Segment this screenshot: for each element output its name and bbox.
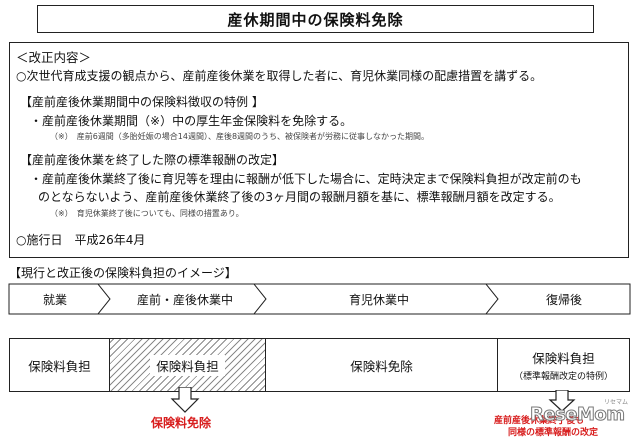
block1-note: （※） 産前6週間（多胎妊娠の場合14週間）、産後8週間のうち、被保険者が労務に… <box>50 132 430 141</box>
burden-cell-maternity: 保険料負担 <box>109 338 266 392</box>
phase-arrows <box>8 283 631 315</box>
block2-heading: 【産前産後休業を終了した際の標準報酬の改定】 <box>20 153 285 167</box>
burden-label-work: 保険料負担 <box>28 358 91 374</box>
block1-line-c: 中の厚生年金保険料を免除する。 <box>172 114 353 128</box>
down-arrow-icon <box>548 390 576 412</box>
phase-arrow-4 <box>484 283 631 315</box>
watermark-small: リセマム <box>604 399 629 406</box>
phase-label-childcare: 育児休業中 <box>348 292 409 307</box>
burden-cell-work: 保険料負担 <box>9 338 110 392</box>
burden-cell-childcare: 保険料免除 <box>265 338 498 392</box>
effective-date: ○施行日 平成26年4月 <box>16 233 146 247</box>
burden-label-maternity: 保険料負担 <box>150 354 225 376</box>
phase-label-work: 就業 <box>42 292 67 307</box>
revision-label-2: 同様の標準報酬の改定 <box>508 428 599 438</box>
block2-note: （※） 育児休業終了後についても、同様の措置あり。 <box>50 209 244 218</box>
burden-label-return: 保険料負担 <box>532 351 595 366</box>
page-title: 産休期間中の保険料免除 <box>37 5 594 33</box>
burden-sub-label: （標準報酬改定の特例） <box>513 372 613 382</box>
phase-label-maternity: 産前・産後休業中 <box>136 292 233 307</box>
block1-line-a: ・産前産後休業期間 <box>30 114 139 128</box>
reform-content-box: ＜改正内容＞ ○次世代育成支援の観点から、産前産後休業を取得した者に、育児休業同… <box>9 42 629 258</box>
watermark-logo: ReseMom <box>530 404 626 426</box>
block2-line1: ・産前産後休業終了後に育児等を理由に報酬が低下した場合に、定時決定まで保険料負担… <box>30 172 582 186</box>
burden-label-childcare: 保険料免除 <box>350 358 413 374</box>
phase-label-return: 復帰後 <box>545 292 582 307</box>
block1-heading: 【産前産後休業期間中の保険料徴収の特例 】 <box>20 95 264 109</box>
block1-line: ・産前産後休業期間（※）中の厚生年金保険料を免除する。 <box>30 112 352 129</box>
section-heading: ＜改正内容＞ <box>16 50 92 65</box>
intro-text: ○次世代育成支援の観点から、産前産後休業を取得した者に、育児休業同様の配慮措置を… <box>16 69 543 83</box>
down-arrow-icon <box>170 387 200 413</box>
block2-line2: のとならないよう、産前産後休業終了後の3ヶ月間の報酬月額を基に、標準報酬月額を改… <box>38 190 561 204</box>
timeline-heading: 【現行と改正後の保険料負担のイメージ】 <box>9 266 237 280</box>
revision-label-1: 産前産後休業終了後も <box>494 416 585 426</box>
burden-cell-return: 保険料負担 （標準報酬改定の特例） <box>497 338 630 392</box>
exempt-label: 保険料免除 <box>151 416 212 430</box>
block1-line-b: （※） <box>138 114 173 128</box>
